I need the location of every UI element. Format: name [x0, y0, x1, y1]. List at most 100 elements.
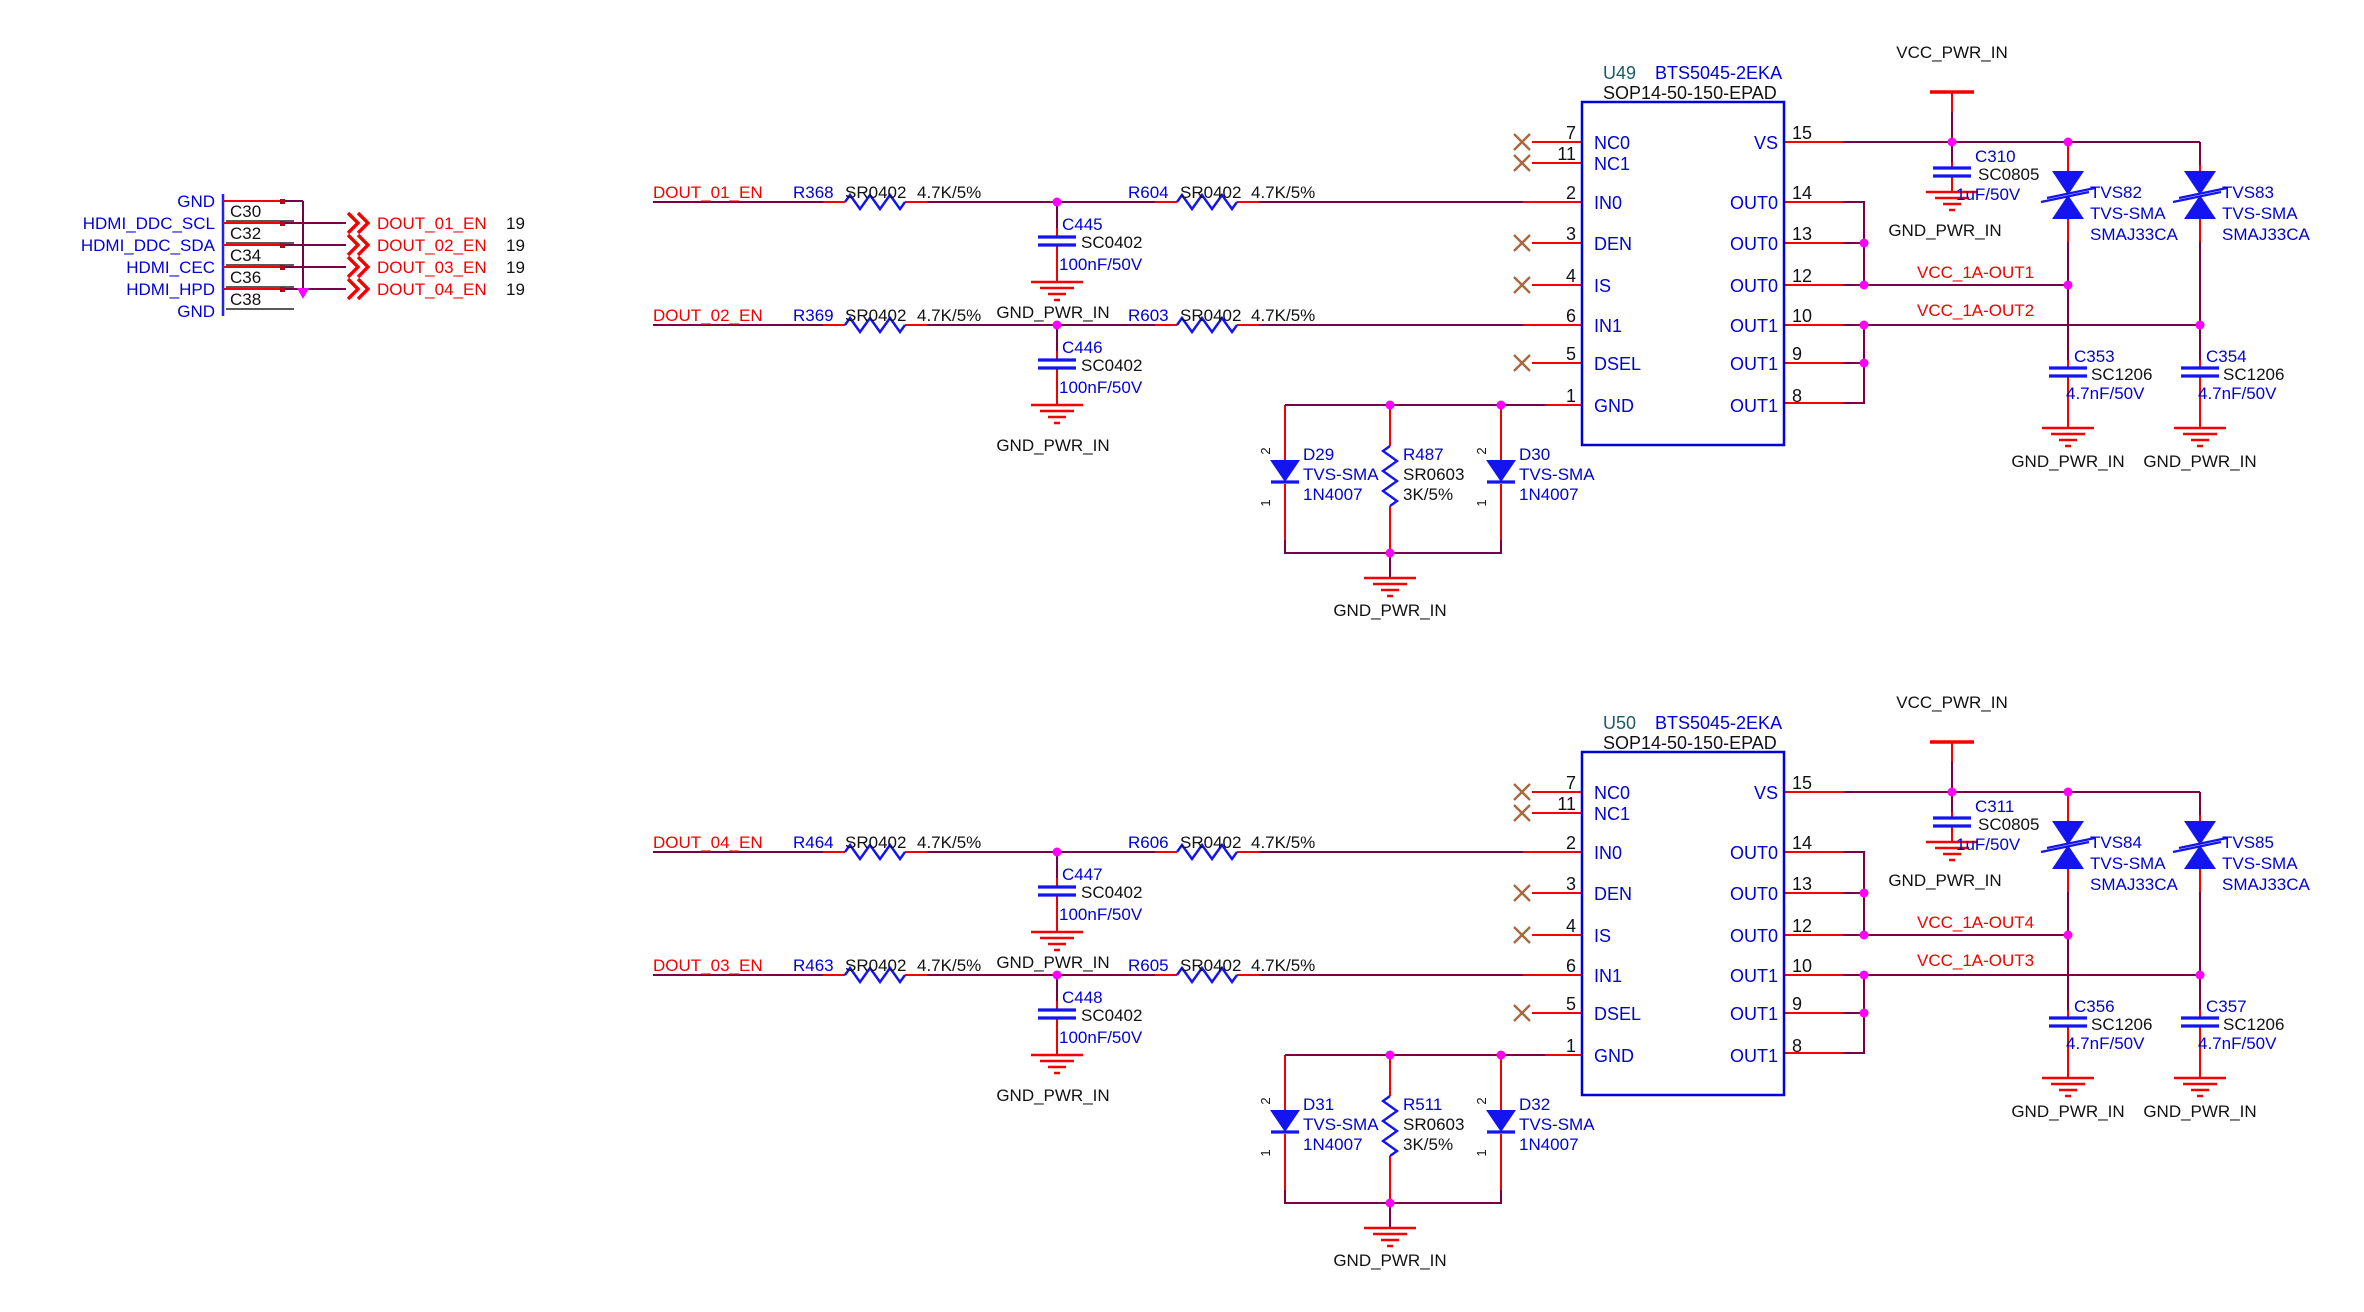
diode-ref: D29 — [1303, 445, 1335, 464]
pin-number: 13 — [1792, 874, 1813, 894]
pin-name: IN1 — [1594, 316, 1623, 336]
ground-net-label: GND_PWR_IN — [2143, 452, 2257, 471]
diode-ref: D32 — [1519, 1095, 1551, 1114]
offpage-net-label: DOUT_02_EN — [377, 236, 487, 255]
diode-value: 1N4007 — [1303, 485, 1363, 504]
ground-net-label: GND_PWR_IN — [1888, 221, 2002, 240]
capacitor-package: SC1206 — [2091, 365, 2153, 384]
pin-name: VS — [1753, 133, 1778, 153]
diode-pin-number: 1 — [1474, 499, 1489, 507]
capacitor-value: 1uF/50V — [1956, 835, 2021, 854]
pin-number: 6 — [1565, 956, 1576, 976]
offpage-net-label: DOUT_04_EN — [377, 280, 487, 299]
pin-number: 11 — [1557, 794, 1576, 814]
resistor-package: SR0402 — [1180, 956, 1242, 975]
pin-name: VS — [1753, 783, 1778, 803]
resistor-value: 4.7K/5% — [917, 833, 982, 852]
dangling-wire-arrow — [297, 288, 309, 299]
net-label: DOUT_03_EN — [653, 956, 763, 975]
capacitor-ref: C448 — [1062, 988, 1103, 1007]
capacitor-ref: C353 — [2074, 347, 2115, 366]
diode-pin-number: 2 — [1258, 1097, 1273, 1105]
tvs-ref: TVS85 — [2222, 833, 2274, 852]
net-label: DOUT_04_EN — [653, 833, 763, 852]
capacitor-value: 100nF/50V — [1059, 905, 1143, 924]
capacitor-value: 4.7nF/50V — [2198, 1034, 2277, 1053]
diode-value: 1N4007 — [1519, 485, 1579, 504]
capacitor-package: SC1206 — [2091, 1015, 2153, 1034]
ground-net-label: GND_PWR_IN — [996, 953, 1110, 972]
capacitor-ref: C311 — [1975, 797, 2015, 816]
pin-name: DEN — [1594, 234, 1633, 254]
pin-name: DEN — [1594, 884, 1633, 904]
diode-value: 1N4007 — [1519, 1135, 1579, 1154]
net-label: HDMI_CEC — [126, 258, 215, 277]
connector-pin-ref: C34 — [230, 246, 262, 265]
pin-number: 4 — [1565, 266, 1576, 286]
pin-number: 5 — [1565, 344, 1576, 364]
ground-net-label: GND_PWR_IN — [2011, 452, 2125, 471]
diode-ref: D31 — [1303, 1095, 1335, 1114]
capacitor-value: 4.7nF/50V — [2066, 384, 2145, 403]
tvs-value: SMAJ33CA — [2090, 225, 2178, 244]
pin-number: 7 — [1565, 123, 1576, 143]
capacitor-value: 4.7nF/50V — [2198, 384, 2277, 403]
pin-number: 2 — [1565, 183, 1576, 203]
offpage-net-label: DOUT_03_EN — [377, 258, 487, 277]
resistor-value: 4.7K/5% — [917, 183, 982, 202]
pin-name: GND — [1594, 1046, 1634, 1066]
ic-package: SOP14-50-150-EPAD — [1603, 83, 1777, 103]
switch-channel-section-1: DOUT_01_EN R368 SR0402 4.7K/5% R604 SR04… — [0, 0, 2364, 650]
resistor-ref: R463 — [793, 956, 834, 975]
connector-pin-ref: C32 — [230, 224, 262, 243]
pin-name: OUT1 — [1729, 316, 1778, 336]
diode-pin-number: 1 — [1258, 499, 1273, 507]
capacitor-package: SC1206 — [2223, 365, 2285, 384]
diode-pin-number: 2 — [1474, 1097, 1489, 1105]
resistor-ref: R464 — [793, 833, 834, 852]
resistor-package: SR0603 — [1403, 465, 1465, 484]
capacitor-ref: C356 — [2074, 997, 2115, 1016]
resistor-package: SR0402 — [845, 183, 907, 202]
capacitor-package: SC0805 — [1978, 165, 2040, 184]
net-label: HDMI_DDC_SCL — [82, 214, 215, 233]
net-label: GND — [177, 192, 215, 211]
offpage-net-label: DOUT_01_EN — [377, 214, 487, 233]
tvs-package: TVS-SMA — [2090, 854, 2166, 873]
resistor-value: 4.7K/5% — [917, 306, 982, 325]
diode-package: TVS-SMA — [1303, 1115, 1379, 1134]
pin-number: 10 — [1792, 306, 1813, 326]
tvs-package: TVS-SMA — [2090, 204, 2166, 223]
net-label: HDMI_DDC_SDA — [80, 236, 215, 255]
pin-name: OUT1 — [1729, 1004, 1778, 1024]
resistor-package: SR0402 — [1180, 833, 1242, 852]
ground-net-label: GND_PWR_IN — [2011, 1102, 2125, 1121]
pin-name: OUT0 — [1729, 193, 1778, 213]
resistor-value: 3K/5% — [1403, 1135, 1454, 1154]
ic-part-number: BTS5045-2EKA — [1655, 63, 1783, 83]
tvs-ref: TVS83 — [2222, 183, 2274, 202]
pin-number: 1 — [1565, 386, 1576, 406]
diode-package: TVS-SMA — [1519, 465, 1595, 484]
diode-pin-number: 2 — [1258, 447, 1273, 455]
hdmi-connector-graphics — [221, 194, 370, 316]
tvs-ref: TVS84 — [2090, 833, 2142, 852]
ic-ref: U49 — [1603, 63, 1637, 83]
ic-package: SOP14-50-150-EPAD — [1603, 733, 1777, 753]
ground-net-label: GND_PWR_IN — [996, 1086, 1110, 1105]
ground-net-label: GND_PWR_IN — [1888, 871, 2002, 890]
pin-name: NC0 — [1594, 133, 1631, 153]
pin-name: DSEL — [1594, 1004, 1642, 1024]
ground-net-label: GND_PWR_IN — [996, 303, 1110, 322]
connector-pin-ref: C36 — [230, 268, 262, 287]
capacitor-ref: C357 — [2206, 997, 2247, 1016]
tvs-package: TVS-SMA — [2222, 204, 2298, 223]
resistor-ref: R604 — [1128, 183, 1169, 202]
pin-name: OUT0 — [1729, 276, 1778, 296]
resistor-value: 4.7K/5% — [1251, 306, 1316, 325]
capacitor-value: 4.7nF/50V — [2066, 1034, 2145, 1053]
diode-ref: D30 — [1519, 445, 1551, 464]
offpage-page-ref: 19 — [506, 280, 525, 299]
resistor-value: 4.7K/5% — [1251, 833, 1316, 852]
